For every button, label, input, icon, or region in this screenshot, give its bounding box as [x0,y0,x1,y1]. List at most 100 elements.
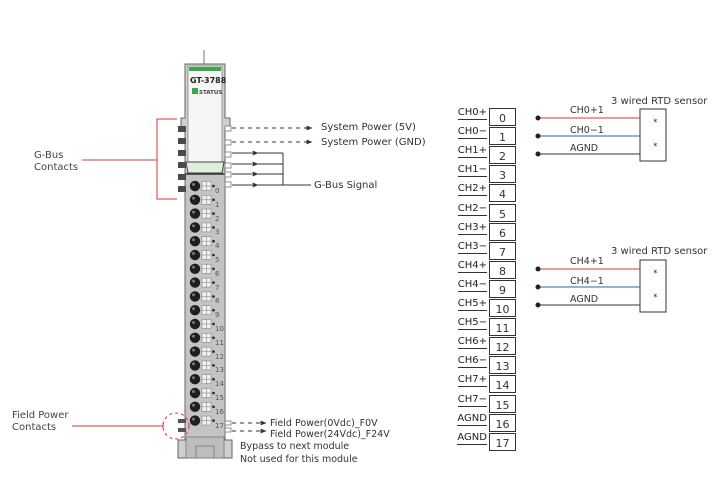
terminal-label: CH2− [449,202,487,216]
terminal-4 [189,236,215,247]
terminal-cell: 5 [489,203,516,222]
terminal-17 [189,415,215,426]
terminal-label-text: CH1− [457,164,487,178]
sensor-1-wire-3-label: AGND [570,143,599,154]
terminal-label: CH6− [449,355,487,369]
terminal-9 [189,305,215,316]
terminal-cell: 4 [489,184,516,203]
wire-terminal-dot [535,133,541,139]
terminal-label: CH7+ [449,374,487,388]
terminal-11 [189,332,215,343]
terminal-number: 0 [215,187,220,195]
terminal-3 [189,222,215,233]
terminal-number: 14 [215,380,224,389]
sensor-2-wire-1-label: CH4+1 [570,256,604,267]
sensor-2-wire-3-label: AGND [570,294,599,305]
terminal-14 [189,374,215,385]
rtd-sensor-box [639,108,667,162]
gbus-contact-chip [178,186,186,192]
terminal-label-text: CH6+ [457,336,487,350]
terminal-label: CH1+ [449,145,487,159]
terminal-6 [189,263,215,274]
not-used-note: Not used for this module [240,454,358,465]
module-model-label: GT-3788 [190,76,227,85]
terminal-label: CH3− [449,240,487,254]
gbus-contacts-label: G-Bus Contacts [34,150,79,173]
terminal-number: 2 [215,214,220,223]
terminal-2 [189,208,215,219]
terminal-cell: 15 [489,394,516,413]
terminal-cell: 2 [489,146,516,165]
terminal-label-text: CH1+ [457,145,487,159]
sensor-wiring [535,108,667,313]
terminal-label-text: CH3+ [457,221,487,235]
terminal-label-text: CH5+ [457,298,487,311]
sensor-1-mark-1: * [653,118,658,128]
terminal-label-text: CH2+ [457,183,487,197]
terminal-cell: 11 [489,318,516,337]
sensor-1-wire-2-label: CH0−1 [570,125,604,136]
terminal-cell: 0 [489,108,516,126]
terminal-label: CH2+ [449,183,487,197]
terminal-number: 3 [215,228,220,237]
terminal-label: CH0+ [449,107,487,120]
sensor-2-mark-1: * [653,269,658,279]
terminal-label-text: AGND [457,431,487,445]
terminal-number: 8 [215,297,220,306]
terminal-label: CH3+ [449,221,487,235]
wire-terminal-dot [535,284,541,290]
terminal-cell: 7 [489,241,516,260]
sensor-1-wire-1-label: CH0+1 [570,105,604,116]
terminal-label-text: CH6− [457,355,487,369]
terminal-cell: 6 [489,222,516,241]
status-label: STATUS [199,90,223,96]
terminal-10 [189,318,215,330]
terminal-number: 10 [215,325,224,333]
terminal-cell: 10 [489,299,516,317]
gbus-contact-chip [178,150,186,156]
status-led-icon [192,88,198,94]
terminal-label: CH5− [449,317,487,331]
module-window [185,161,225,174]
terminal-number: 9 [215,311,220,320]
field-power-arrows [232,420,267,434]
terminal-1 [189,194,215,205]
terminal-13 [189,360,215,371]
terminal-cell: 9 [489,279,516,298]
sensor-1-title: 3 wired RTD sensor [611,96,708,107]
terminal-label-text: CH4− [457,278,487,292]
field-power-callout [72,412,190,440]
terminal-15 [189,387,215,399]
sensor-1-mark-2: * [653,142,658,152]
terminal-label: CH5+ [449,298,487,311]
terminal-number: 5 [215,256,220,264]
wire-terminal-dot [535,151,541,157]
terminal-0 [189,180,215,192]
terminal-label-text: CH0− [457,126,487,140]
sensor-2-title: 3 wired RTD sensor [611,246,708,257]
sensor-2-wire-2-label: CH4−1 [570,276,604,287]
terminal-cell: 13 [489,356,516,375]
terminal-number: 6 [215,269,220,278]
rtd-sensor-2 [535,259,667,313]
terminal-label: CH4+ [449,259,487,273]
system-power-gnd-label: System Power (GND) [321,137,426,148]
module-top-stripe [189,67,221,71]
gbus-contact-chip [178,162,186,168]
terminal-label-text: CH3− [457,240,487,254]
terminal-label-text: CH0+ [457,107,487,120]
terminal-12 [189,346,215,357]
wire-terminal-dot [535,115,541,121]
gbus-contacts-bracket [82,118,177,200]
terminal-cell: 17 [489,432,516,451]
gbus-signal-label: G-Bus Signal [314,180,378,191]
terminal-label-text: CH5− [457,317,487,331]
gbus-signal-arrows [232,150,311,188]
terminal-8 [189,291,215,302]
terminal-number: 15 [215,394,224,402]
terminal-number: 16 [215,407,224,416]
gbus-contact-chip [178,138,186,144]
terminal-16 [189,401,215,412]
rtd-sensor-1 [535,108,667,162]
